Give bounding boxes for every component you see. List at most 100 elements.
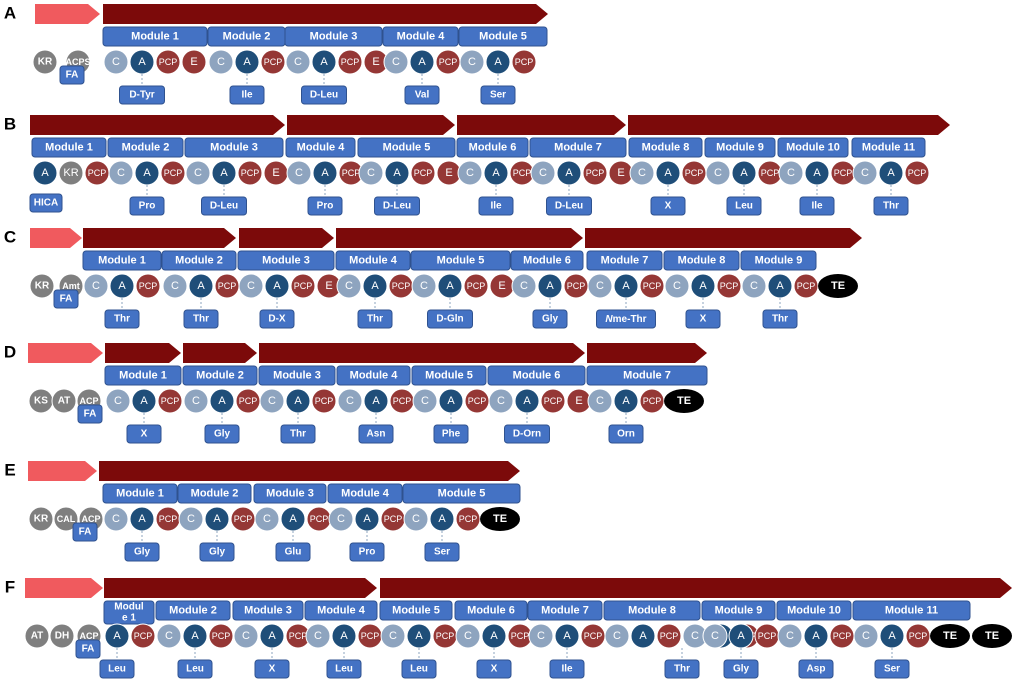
domain-label: A <box>143 167 151 179</box>
domain-label: A <box>140 395 148 407</box>
domain-te <box>930 624 970 648</box>
substrate-label: Ser <box>884 664 900 675</box>
substrate-label: Thr <box>290 429 306 440</box>
substrate-box: X <box>685 309 721 329</box>
domain-c <box>305 623 331 649</box>
domain-pcp <box>260 49 286 75</box>
domain-c <box>162 273 188 299</box>
domain-label: E <box>617 167 624 179</box>
domain-c <box>777 623 803 649</box>
module-box: Module 6 <box>454 600 528 621</box>
domain-label: PCP <box>212 631 231 641</box>
substrate-rect <box>177 659 213 679</box>
domain-label: A <box>294 395 302 407</box>
panel-label: E <box>4 461 15 480</box>
substrate-rect <box>99 659 135 679</box>
domain-pcp <box>410 160 436 186</box>
substrate-box: Pro <box>307 196 343 216</box>
substrate-rect <box>650 196 686 216</box>
module-box: Module 9 <box>704 137 776 158</box>
domain-label: E <box>445 167 452 179</box>
domain-pcp <box>904 160 930 186</box>
substrate-rect <box>129 196 165 216</box>
module-box-label: Module 3 <box>310 31 358 43</box>
module-box: Module 10 <box>777 137 849 158</box>
substrate-rect <box>326 659 362 679</box>
loading-domain-kr <box>29 273 55 299</box>
module-box: Module 2 <box>182 365 258 386</box>
module-box-label: Module 10 <box>786 142 840 154</box>
domain-label: C <box>345 280 353 292</box>
module-box-label: Module 7 <box>601 255 649 267</box>
domain-label: C <box>337 513 345 525</box>
starter-unit: HICA <box>29 193 63 213</box>
module-box-box <box>184 137 284 158</box>
domain-label: E <box>372 56 379 68</box>
module-box-label: Module 5 <box>425 370 473 382</box>
domain-c <box>286 160 312 186</box>
domain-label: A <box>622 395 630 407</box>
module-box: Module 4 <box>285 137 356 158</box>
domain-c <box>511 273 537 299</box>
domain-pcp <box>157 388 183 414</box>
module-box-label: Module 1 <box>45 142 93 154</box>
substrate-box: D-Tyr <box>119 85 165 105</box>
loading-domain-label: DH <box>55 631 69 642</box>
substrate-label: X <box>665 201 672 212</box>
substrate-box: Leu <box>401 659 437 679</box>
domain-label: A <box>563 630 571 642</box>
domain-pcp <box>639 273 665 299</box>
domain-label: PCP <box>289 631 308 641</box>
domain-label: C <box>192 395 200 407</box>
domain-label: PCP <box>392 281 411 291</box>
domain-label: A <box>415 630 423 642</box>
domain-label: PCP <box>513 168 532 178</box>
domain-label: C <box>194 167 202 179</box>
module-box-box <box>379 600 453 621</box>
loading-gene-arrow <box>25 578 103 598</box>
substrate-rect <box>126 424 162 444</box>
module-box-label: Module 7 <box>541 605 589 617</box>
substrate-rect <box>685 309 721 329</box>
module-box: Module 3 <box>237 250 335 271</box>
module-box-label: Module 6 <box>467 605 515 617</box>
domain-label: PCP <box>660 631 679 641</box>
domain-label: C <box>787 167 795 179</box>
module-box-box <box>456 137 529 158</box>
domain-c <box>853 623 879 649</box>
domain-label: A <box>737 630 745 642</box>
substrate-label: Pro <box>139 201 156 212</box>
domain-label: PCP <box>342 168 361 178</box>
substrate-rect <box>873 196 909 216</box>
module-box: Module 8 <box>663 250 740 271</box>
substrate-rect <box>723 659 759 679</box>
nrps-gene-arrow <box>585 228 862 248</box>
module-box-label: Module 9 <box>716 142 764 154</box>
domain-label: A <box>138 56 146 68</box>
substrate-rect <box>307 196 343 216</box>
substrate-label: Ser <box>434 547 450 558</box>
domain-label: C <box>466 167 474 179</box>
substrate-rect <box>424 542 460 562</box>
loading-domain-label: KR <box>38 57 53 68</box>
module-box-box <box>327 483 403 504</box>
domain-label: PCP <box>459 514 478 524</box>
domain-label: A <box>321 167 329 179</box>
panel-label: C <box>4 228 16 247</box>
domain-c <box>108 160 134 186</box>
domain-label: E <box>575 395 582 407</box>
substrate-label: D-Gln <box>436 314 463 325</box>
domain-label: PCP <box>315 396 334 406</box>
module-box: Module 6 <box>487 365 586 386</box>
domain-c <box>103 49 129 75</box>
domain-label: TE <box>831 280 845 292</box>
module-box-label: Module 11 <box>885 605 938 617</box>
substrate-label: Gly <box>209 547 226 558</box>
domain-c <box>105 388 131 414</box>
domain-label: PCP <box>758 631 777 641</box>
domain-label: C <box>520 280 528 292</box>
